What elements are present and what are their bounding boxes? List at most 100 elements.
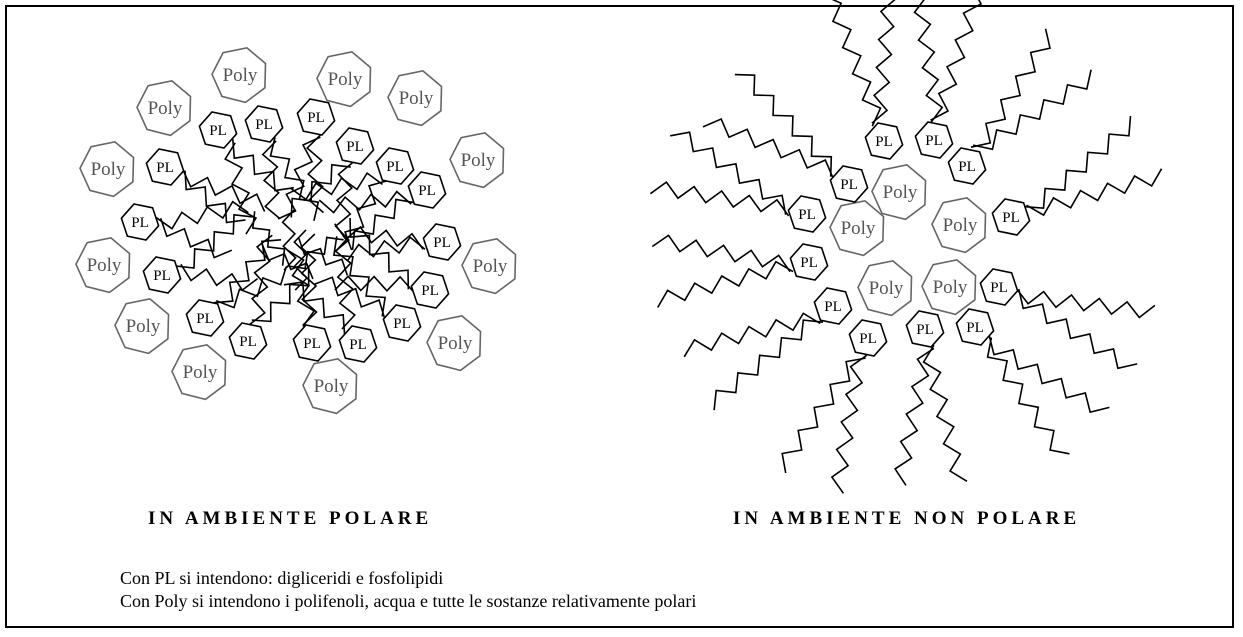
lipid-tail-non-polar (1026, 168, 1163, 217)
poly-molecule-polar: Poly (387, 70, 443, 127)
pl-label: PL (990, 280, 1008, 296)
poly-label: Poly (314, 376, 349, 397)
pl-molecule-polar: PL (410, 271, 450, 309)
lipid-tail-polar (269, 137, 320, 221)
pl-label: PL (418, 183, 436, 199)
pl-molecule-non-polar: PL (864, 122, 904, 160)
poly-molecule-non-polar: Poly (931, 197, 987, 254)
poly-label: Poly (87, 255, 122, 276)
pl-molecule-polar: PL (292, 324, 332, 362)
lipid-tail-polar (251, 211, 286, 266)
pl-molecule-polar: PL (185, 299, 225, 337)
pl-label: PL (958, 159, 976, 175)
poly-label: Poly (841, 218, 876, 239)
lipid-tail-polar (332, 236, 387, 317)
pl-molecule-non-polar: PL (955, 308, 995, 346)
lipid-tail-non-polar (986, 337, 1070, 455)
poly-label: Poly (328, 69, 363, 90)
pl-molecule-polar: PL (375, 147, 415, 185)
poly-molecule-polar: Poly (426, 315, 482, 372)
poly-molecule-polar: Poly (136, 80, 192, 137)
pl-molecule-non-polar: PL (991, 198, 1031, 236)
lipid-tail-non-polar (893, 347, 935, 486)
lipid-tail-non-polar (649, 180, 790, 217)
pl-label: PL (800, 255, 818, 271)
poly-label: Poly (473, 256, 508, 277)
lipid-tail-non-polar (922, 344, 968, 482)
pl-molecule-polar: PL (142, 256, 182, 294)
pl-label: PL (255, 117, 273, 133)
lipid-tail-polar (293, 229, 309, 291)
pl-label: PL (393, 316, 411, 332)
poly-molecule-polar: Poly (461, 238, 517, 295)
poly-label: Poly (438, 333, 473, 354)
poly-molecule-polar: Poly (302, 358, 358, 415)
lipid-tail-non-polar (702, 117, 834, 179)
lipid-tail-polar (286, 249, 316, 327)
lipid-tail-polar (277, 136, 321, 220)
pl-molecule-polar: PL (244, 105, 284, 143)
pl-label: PL (966, 320, 984, 336)
pl-label: PL (386, 159, 404, 175)
lipid-tail-polar (351, 198, 415, 250)
pl-label: PL (875, 134, 893, 150)
pl-molecule-non-polar: PL (829, 165, 869, 203)
pl-molecule-non-polar: PL (848, 319, 888, 357)
pl-molecule-polar: PL (338, 325, 378, 363)
lipid-tail-polar (334, 236, 356, 330)
lipid-tail-polar (298, 237, 349, 276)
poly-molecule-polar: Poly (211, 47, 267, 104)
pl-label: PL (153, 268, 171, 284)
lipid-tail-polar (334, 275, 414, 292)
poly-molecule-non-polar: Poly (921, 259, 977, 316)
lipid-tail-non-polar (972, 69, 1092, 151)
pl-molecule-polar: PL (422, 223, 462, 261)
lipid-tail-polar (224, 142, 258, 235)
lipid-tail-non-polar (670, 131, 787, 215)
poly-label: Poly (399, 88, 434, 109)
poly-label: Poly (223, 65, 258, 86)
lipid-tail-polar (344, 179, 388, 251)
lipid-tail-polar (290, 163, 351, 218)
pl-label: PL (840, 177, 858, 193)
pl-label: PL (131, 215, 149, 231)
lipid-tail-non-polar (713, 319, 824, 411)
lipid-tail-polar (182, 169, 266, 212)
poly-label: Poly (183, 362, 218, 383)
lipid-tails (155, 0, 1163, 494)
figure-frame (5, 5, 1234, 628)
lipid-tail-polar (213, 239, 282, 304)
lipid-tail-polar (261, 244, 314, 280)
lipid-tail-polar (261, 140, 281, 220)
lipid-tail-polar (249, 234, 273, 326)
pl-label: PL (916, 322, 934, 338)
poly-molecule-polar: Poly (171, 344, 227, 401)
poly-label: Poly (148, 98, 183, 119)
pl-molecule-polar: PL (407, 171, 447, 209)
pl-molecule-polar: PL (335, 127, 375, 165)
pl-molecule-polar: PL (228, 322, 268, 360)
pl-label: PL (156, 160, 174, 176)
pl-molecule-non-polar: PL (947, 147, 987, 185)
pl-label: PL (196, 311, 214, 327)
pl-molecule-non-polar: PL (789, 243, 829, 281)
lipid-tail-polar (318, 190, 412, 214)
poly-molecule-polar: Poly (79, 141, 135, 198)
lipid-tail-non-polar (913, 0, 944, 124)
lipid-tail-polar (347, 236, 426, 261)
lipid-tail-non-polar (930, 0, 983, 121)
poly-label: Poly (943, 215, 978, 236)
lipid-tail-polar (174, 213, 253, 269)
poly-label: Poly (126, 316, 161, 337)
lipid-tail-non-polar (1018, 288, 1138, 370)
lipid-tail-polar (314, 276, 386, 319)
lipid-tail-polar (290, 171, 383, 201)
pl-label: PL (433, 235, 451, 251)
pl-molecule-polar: PL (382, 304, 422, 342)
poly-molecule-polar: Poly (75, 237, 131, 294)
pl-molecule-non-polar: PL (813, 287, 853, 325)
poly-molecule-non-polar: Poly (829, 200, 885, 257)
lipid-tail-polar (155, 200, 249, 230)
